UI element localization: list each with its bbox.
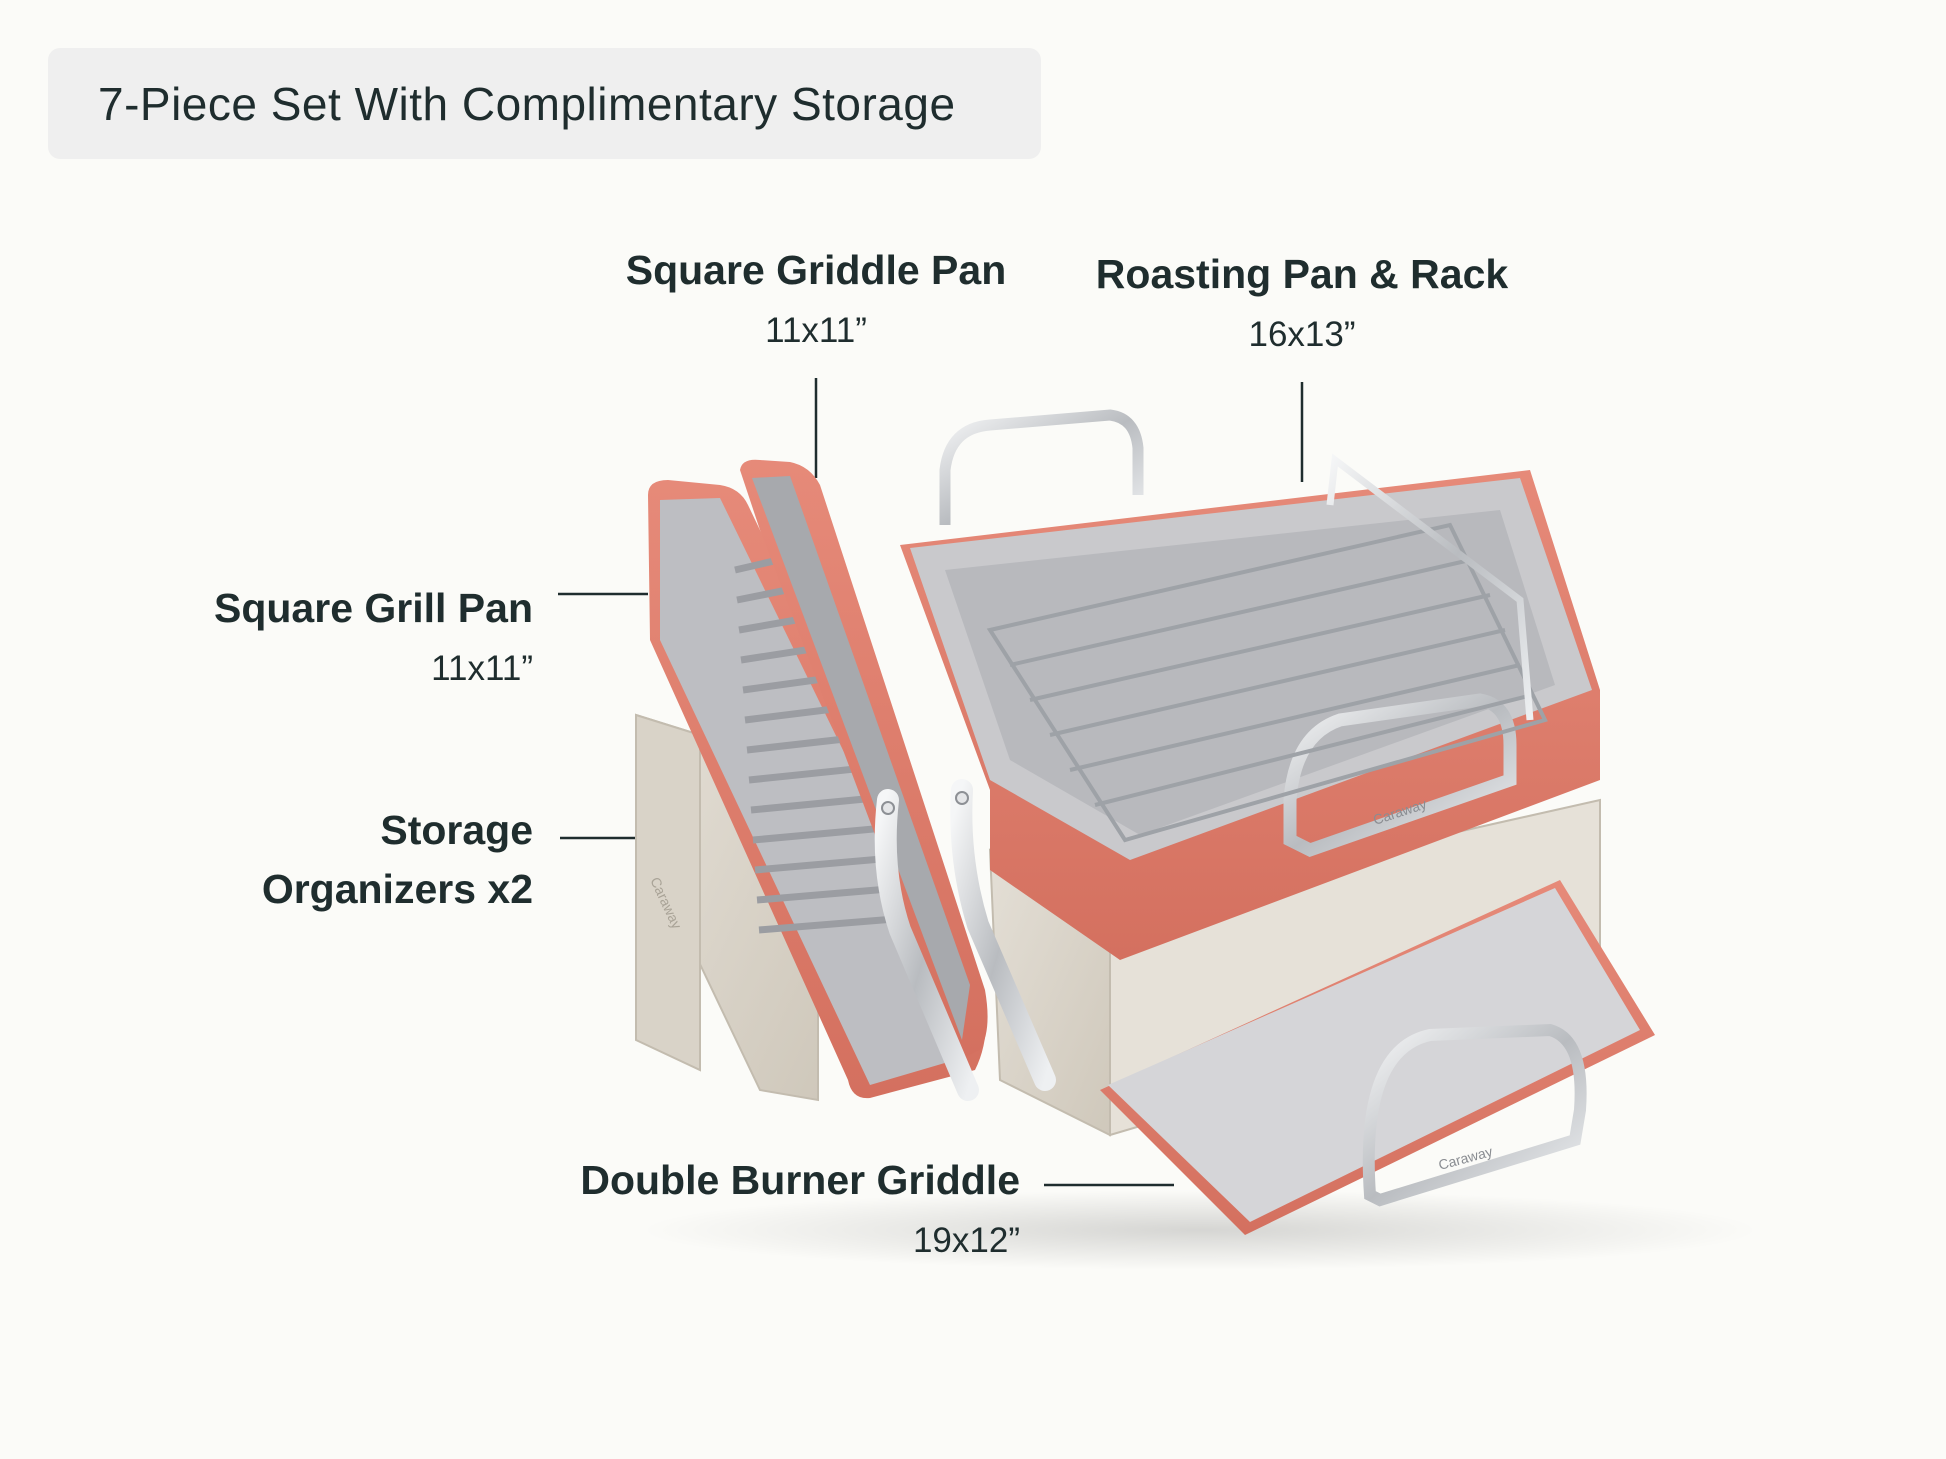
roasting-pan: Caraway [900,409,1600,960]
callout-name: Double Burner Griddle [580,1157,1020,1203]
callout-size: 16x13” [1248,315,1356,354]
callout-double-burner-griddle: Double Burner Griddle 19x12” [540,1157,1020,1260]
callout-storage-organizers: Storage Organizers x2 [140,810,533,910]
callout-name: Square Grill Pan [214,585,533,631]
callout-line2: Organizers x2 [261,866,533,912]
callout-size: 19x12” [912,1221,1020,1260]
callout-line1: Storage [380,807,533,853]
callout-size: 11x11” [765,311,867,350]
callout-name: Square Griddle Pan [625,247,1007,293]
title-pill: 7-Piece Set With Complimentary Storage [48,48,1041,159]
double-burner-griddle: Caraway [1100,880,1655,1235]
roasting-rack [986,453,1548,843]
callout-roasting-pan-rack: Roasting Pan & Rack 16x13” [1070,251,1534,354]
pan-handles [874,779,1056,1101]
callout-size: 11x11” [431,649,533,688]
page-title: 7-Piece Set With Complimentary Storage [98,77,956,130]
callout-square-griddle-pan: Square Griddle Pan 11x11” [590,247,1042,350]
callout-square-grill-pan: Square Grill Pan 11x11” [140,585,533,688]
square-griddle-pan [740,459,988,1060]
callout-name: Roasting Pan & Rack [1095,251,1509,297]
